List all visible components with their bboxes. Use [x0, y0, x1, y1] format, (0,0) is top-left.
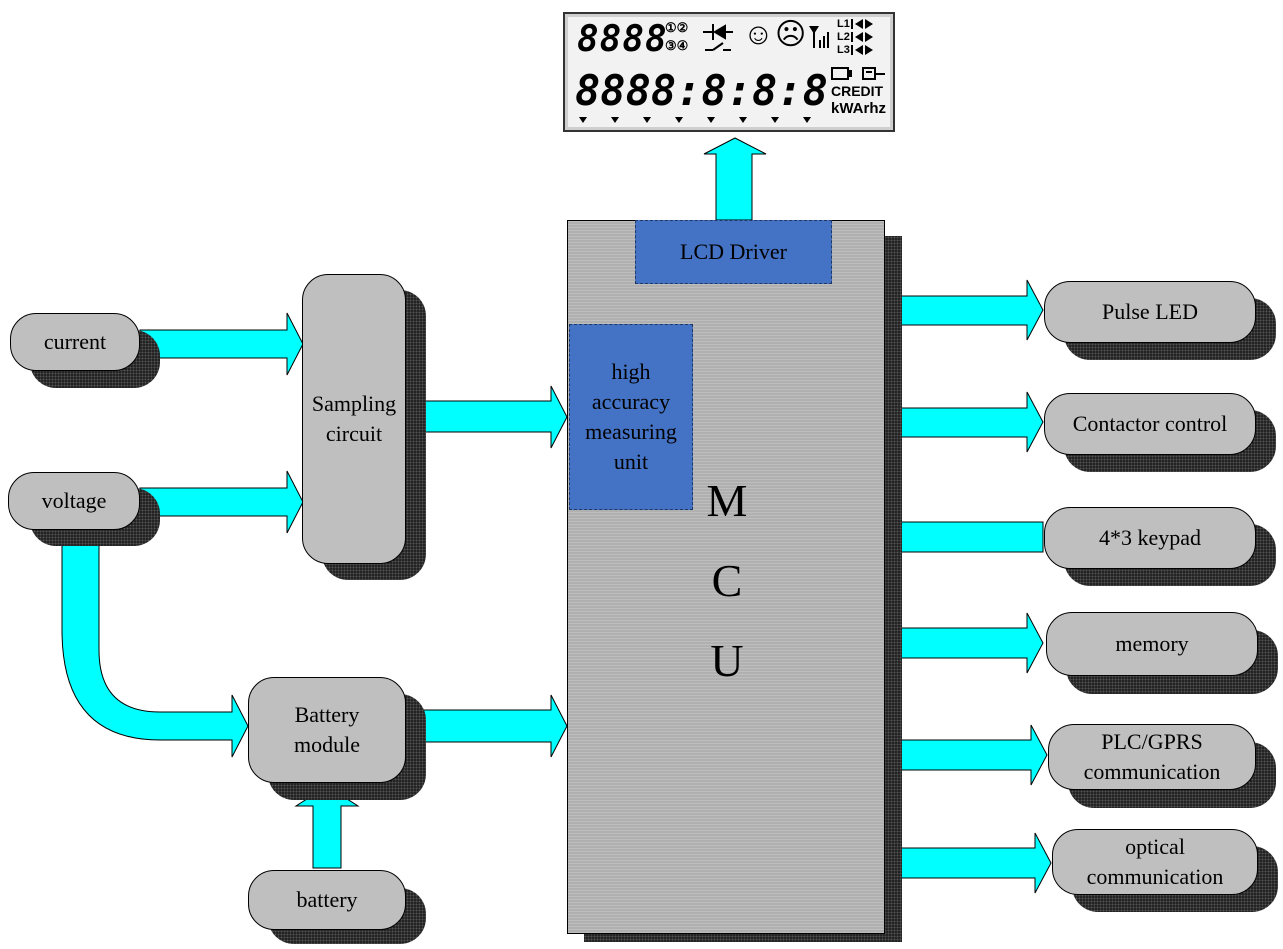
arrow-mcu-to-contactor [884, 391, 1044, 453]
lcd-digits-top: 8888 [577, 19, 668, 60]
sampling-label-line2: circuit [325, 421, 383, 446]
mcu-block [567, 220, 885, 934]
current-box: current [10, 313, 140, 371]
lcd-circled-numbers-bottom: ③④ [665, 38, 689, 53]
optical-communication-box: optical communication [1052, 829, 1258, 895]
plc-label-line2: communication [1083, 759, 1221, 784]
battery-box: battery [248, 870, 406, 930]
arrow-mcu-optical [884, 832, 1052, 894]
mcu-letter-u: U [710, 635, 744, 686]
pulse-led-label: Pulse LED [1102, 299, 1198, 324]
arrow-mcu-to-pulse-led [884, 279, 1044, 341]
units-label: kWArhz [831, 100, 887, 117]
sampling-circuit-box: Sampling circuit [302, 274, 406, 564]
phase-l2-label: L2 [837, 31, 850, 43]
battery-module-label-line2: module [294, 732, 360, 757]
phase-l3-label: L3 [837, 44, 850, 56]
plc-gprs-box: PLC/GPRS communication [1048, 724, 1256, 790]
keypad-box: 4*3 keypad [1044, 507, 1256, 569]
arrow-sampling-to-mcu [404, 385, 568, 449]
measuring-line3: measuring [585, 419, 677, 444]
arrow-voltage-to-battery-module [61, 529, 249, 758]
plc-label-line1: PLC/GPRS [1101, 729, 1203, 754]
contactor-control-box: Contactor control [1044, 393, 1256, 455]
happy-face-icon: ☺ [743, 18, 774, 51]
arrow-battery-module-to-mcu [404, 694, 568, 758]
battery-module-label-line1: Battery [294, 702, 360, 727]
lcd-driver-label: LCD Driver [680, 239, 787, 264]
phase-l1-label: L1 [837, 18, 850, 30]
voltage-label: voltage [41, 488, 107, 513]
contactor-label: Contactor control [1072, 411, 1228, 436]
optical-label-line1: optical [1125, 834, 1185, 859]
arrow-voltage-to-sampling [139, 470, 304, 534]
arrow-current-to-sampling [139, 312, 304, 376]
optical-label-line2: communication [1086, 864, 1224, 889]
sampling-label-line1: Sampling [311, 391, 397, 416]
measuring-line4: unit [613, 449, 649, 474]
measuring-line2: accuracy [591, 389, 671, 414]
arrow-mcu-memory [884, 612, 1044, 674]
lcd-display: 8888 ①② ③④ ☺ ☹ L1 L2 L3 8888:8:8:8 CREDI… [563, 12, 895, 132]
phase-direction-icons [851, 19, 873, 55]
credit-label: CREDIT [831, 83, 884, 99]
battery-module-box: Battery module [248, 677, 406, 783]
mcu-letter-m: M [706, 475, 748, 526]
current-label: current [43, 329, 107, 354]
memory-label: memory [1115, 631, 1189, 656]
mcu-letter-c: C [711, 555, 743, 606]
arrow-mcu-to-lcd [703, 137, 767, 221]
lcd-circled-numbers-top: ①② [665, 20, 689, 35]
measuring-unit: high accuracy measuring unit [569, 324, 693, 510]
battery-label: battery [296, 887, 358, 912]
arrow-keypad-to-mcu [884, 506, 1044, 568]
memory-box: memory [1046, 612, 1258, 676]
measuring-line1: high [611, 359, 651, 384]
sad-face-icon: ☹ [775, 18, 807, 51]
lcd-driver-unit: LCD Driver [635, 220, 832, 284]
relay-switch-icon [703, 24, 733, 51]
keypad-label: 4*3 keypad [1098, 525, 1202, 550]
signal-strength-icon [809, 26, 829, 48]
arrow-mcu-plc [884, 724, 1048, 786]
battery-status-icons [831, 67, 885, 80]
lcd-indicator-arrows [579, 117, 811, 123]
lcd-digits-main: 8888:8:8:8 [575, 66, 828, 115]
voltage-box: voltage [8, 472, 140, 530]
pulse-led-box: Pulse LED [1044, 281, 1256, 343]
